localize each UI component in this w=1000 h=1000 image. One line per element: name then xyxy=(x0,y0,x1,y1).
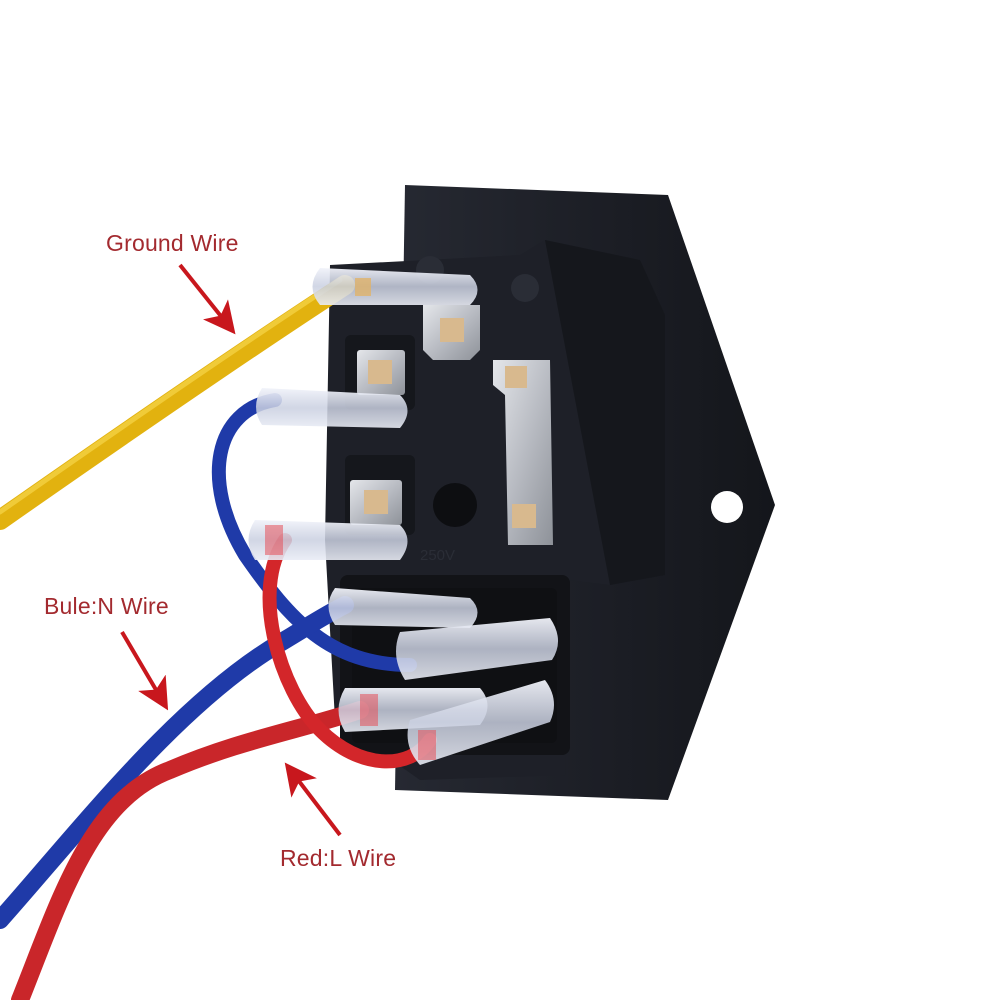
arrow-live xyxy=(284,762,342,837)
neutral-loop-wire xyxy=(211,393,417,672)
ground-wire xyxy=(0,275,355,530)
live-wire xyxy=(11,701,369,1000)
connector-ground xyxy=(312,268,478,305)
connector-neutral-top xyxy=(256,388,408,428)
wires xyxy=(0,275,437,1000)
connector-switch-4 xyxy=(407,680,554,765)
live-loop-wire xyxy=(262,533,437,769)
connector-switch-2 xyxy=(396,618,559,680)
spade-connectors xyxy=(248,268,559,765)
fuse-bridge xyxy=(493,360,553,545)
rating-emboss: 250V xyxy=(420,547,455,564)
mounting-hole xyxy=(711,491,743,523)
fuse-hole xyxy=(433,483,477,527)
neutral-wire xyxy=(0,596,354,929)
arrow-ground xyxy=(178,263,236,335)
connector-live-top xyxy=(248,520,408,560)
arrow-neutral xyxy=(120,630,169,711)
label-live-wire: Red:L Wire xyxy=(280,845,397,871)
connector-switch-1 xyxy=(328,588,478,628)
label-ground-wire: Ground Wire xyxy=(106,230,239,256)
label-neutral-wire: Bule:N Wire xyxy=(44,593,169,619)
terminals xyxy=(350,305,553,545)
annotation-arrows xyxy=(120,263,342,837)
